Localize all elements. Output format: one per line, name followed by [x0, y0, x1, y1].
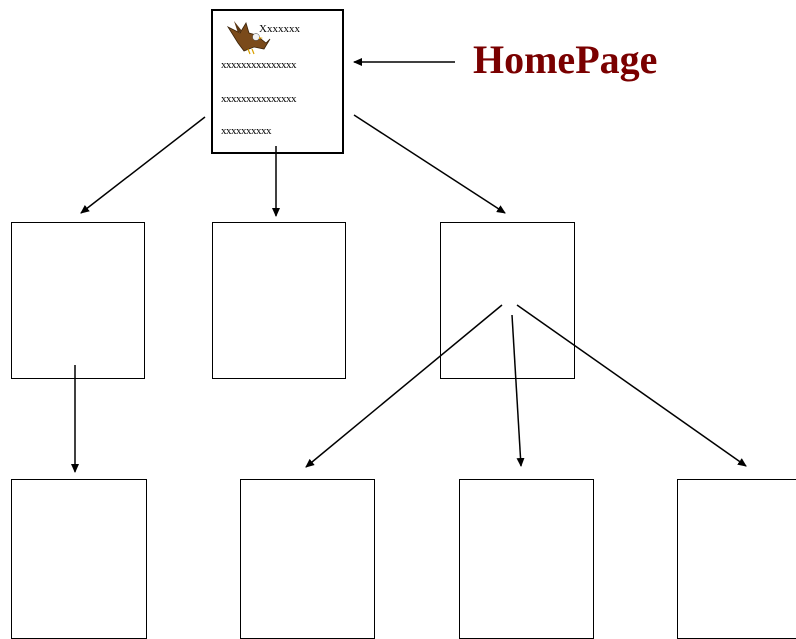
arrow-right-to-bottom2 [305, 304, 503, 468]
eagle-icon [226, 21, 271, 55]
page-box-level1-right [440, 222, 575, 379]
arrow-home-to-left [80, 116, 206, 214]
homepage-text-line-3: xxxxxxxxxx [221, 125, 272, 137]
homepage-label: HomePage [473, 37, 658, 82]
page-box-level2-4 [677, 479, 796, 639]
page-box-level2-1 [11, 479, 147, 639]
page-box-level2-3 [459, 479, 594, 639]
homepage-box: Xxxxxxx xxxxxxxxxxxxxxx xxxxxxxxxxxxxxx … [211, 9, 344, 154]
page-box-level1-left [11, 222, 145, 379]
arrow-right-to-bottom4 [516, 304, 747, 467]
arrow-home-to-right [353, 114, 506, 214]
arrow-right-to-bottom3 [511, 314, 525, 467]
homepage-title: Xxxxxxx [259, 23, 300, 35]
homepage-text-line-2: xxxxxxxxxxxxxxx [221, 93, 297, 105]
homepage-text-line-1: xxxxxxxxxxxxxxx [221, 59, 297, 71]
page-box-level2-2 [240, 479, 375, 639]
page-box-level1-middle [212, 222, 346, 379]
